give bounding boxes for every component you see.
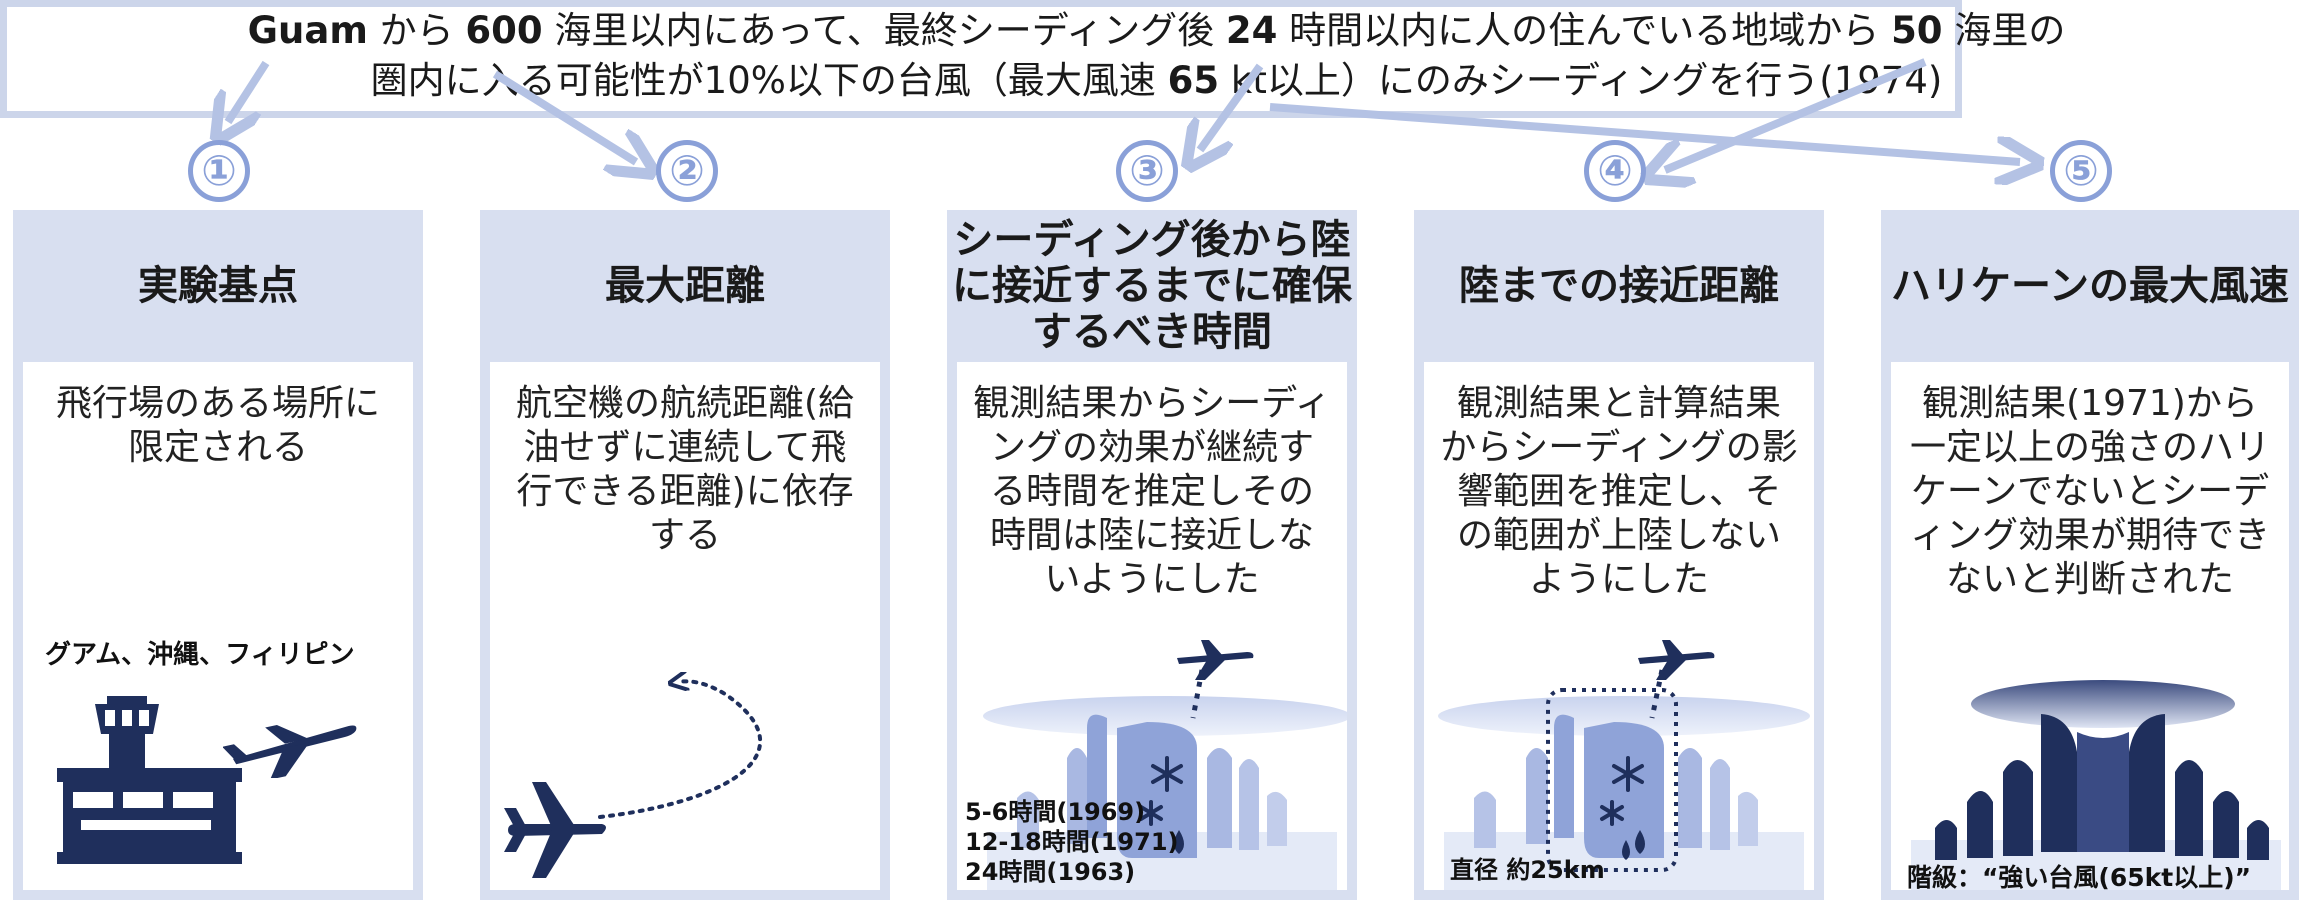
column-maximum-wind-speed: ハリケーンの最大風速 観測結果(1971)から一定以上の強さのハリケーンでないと… bbox=[1881, 210, 2299, 900]
column-title: シーディング後から陸に接近するまでに確保するべき時間 bbox=[952, 217, 1352, 355]
raindrop-icon bbox=[1174, 830, 1184, 854]
base-locations-label: グアム、沖縄、フィリピン bbox=[45, 640, 355, 670]
header-line1-segment: 海里以内にあって、最終シーディング後 bbox=[542, 9, 1226, 52]
column-description: 飛行場のある場所に限定される bbox=[55, 383, 380, 468]
number-circle-5: ⑤ bbox=[2050, 140, 2112, 202]
header-line1-segment: 24 bbox=[1225, 9, 1278, 52]
column-maximum-distance: 最大距離 航空機の航続距離(給油せずに連続して飛行できる距離)に依存する bbox=[480, 210, 890, 900]
header-line1-segment: から bbox=[367, 9, 466, 52]
column-title: 陸までの接近距離 bbox=[1459, 263, 1779, 309]
column-title: 最大距離 bbox=[605, 263, 765, 309]
number-circle-2: ② bbox=[656, 140, 718, 202]
duration-line-1: 5-6時間(1969) bbox=[965, 798, 1146, 826]
column-description: 航空機の航続距離(給油せずに連続して飛行できる距離)に依存する bbox=[515, 383, 855, 556]
seeded-cloud-icon bbox=[983, 640, 1347, 890]
raindrop-icon bbox=[1635, 830, 1645, 854]
column-title: ハリケーンの最大風速 bbox=[1891, 263, 2289, 309]
number-circle-3: ③ bbox=[1116, 140, 1178, 202]
arrow-to-1 bbox=[228, 60, 270, 122]
column-panel: 観測結果からシーディングの効果が継続する時間を推定しその時間は陸に接近しないよう… bbox=[957, 362, 1347, 890]
snowflake-icon bbox=[1139, 756, 1183, 826]
arrow-to-3 bbox=[1200, 63, 1264, 150]
header-line1-segment: Guam bbox=[247, 9, 368, 52]
control-tower-icon bbox=[57, 696, 242, 864]
column-panel: 観測結果と計算結果からシーディングの影響範囲を推定し、その範囲が上陸しないように… bbox=[1424, 362, 1814, 890]
arrow-to-2 bbox=[492, 70, 636, 162]
header-arrows bbox=[0, 58, 2313, 200]
header-line-1: Guam から 600 海里以内にあって、最終シーディング後 24 時間以内に人… bbox=[0, 8, 2313, 54]
influence-range-box bbox=[1546, 688, 1678, 872]
header-line1-segment: 50 bbox=[1891, 9, 1943, 52]
column-title: 実験基点 bbox=[138, 263, 298, 309]
column-time-before-landfall: シーディング後から陸に接近するまでに確保するべき時間 観測結果からシーディングの… bbox=[947, 210, 1357, 900]
arrow-to-5 bbox=[1269, 103, 2020, 162]
number-circle-4: ④ bbox=[1584, 140, 1646, 202]
snowflake-icon bbox=[1600, 756, 1644, 826]
airplane-icon bbox=[1638, 640, 1715, 680]
category-label: 階級：“強い台風(65kt以上)” bbox=[1907, 863, 2252, 892]
airplane-icon bbox=[223, 724, 357, 778]
column-description: 観測結果と計算結果からシーディングの影響範囲を推定し、その範囲が上陸しないように… bbox=[1440, 383, 1798, 600]
hurricane-eye-icon bbox=[1911, 680, 2281, 890]
column-description: 観測結果(1971)から一定以上の強さのハリケーンでないとシーディング効果が期待… bbox=[1909, 383, 2270, 600]
column-description: 観測結果からシーディングの効果が継続する時間を推定しその時間は陸に接近しないよう… bbox=[973, 383, 1331, 600]
header-line2-segment: 65 bbox=[1167, 59, 1220, 102]
header-line1-segment: 時間以内に人の住んでいる地域から bbox=[1277, 9, 1892, 52]
airplane-icon bbox=[504, 782, 606, 878]
header-line2-segment: kt以上）にのみシーディングを行う(1974) bbox=[1219, 59, 1943, 102]
seeded-cloud-icon bbox=[1438, 640, 1810, 890]
column-panel: 航空機の航続距離(給油せずに連続して飛行できる距離)に依存する bbox=[490, 362, 880, 890]
arrow-to-4 bbox=[1665, 58, 1927, 170]
number-circle-1: ① bbox=[188, 140, 250, 202]
duration-line-2: 12-18時間(1971) bbox=[965, 828, 1179, 856]
raindrop-icon bbox=[1622, 840, 1630, 860]
duration-line-3: 24時間(1963) bbox=[965, 858, 1136, 886]
diameter-label: 直径 約25km bbox=[1450, 856, 1605, 884]
column-experiment-base: 実験基点 飛行場のある場所に限定される グアム、沖縄、フィリピン bbox=[13, 210, 423, 900]
header-line1-segment: 海里の bbox=[1942, 9, 2066, 52]
header-line1-segment: 600 bbox=[465, 9, 543, 52]
column-panel: 飛行場のある場所に限定される グアム、沖縄、フィリピン bbox=[23, 362, 413, 890]
airplane-icon bbox=[1177, 640, 1254, 680]
column-approach-distance: 陸までの接近距離 観測結果と計算結果からシーディングの影響範囲を推定し、その範囲… bbox=[1414, 210, 1824, 900]
column-panel: 観測結果(1971)から一定以上の強さのハリケーンでないとシーディング効果が期待… bbox=[1891, 362, 2289, 892]
flight-path-icon bbox=[598, 672, 762, 819]
